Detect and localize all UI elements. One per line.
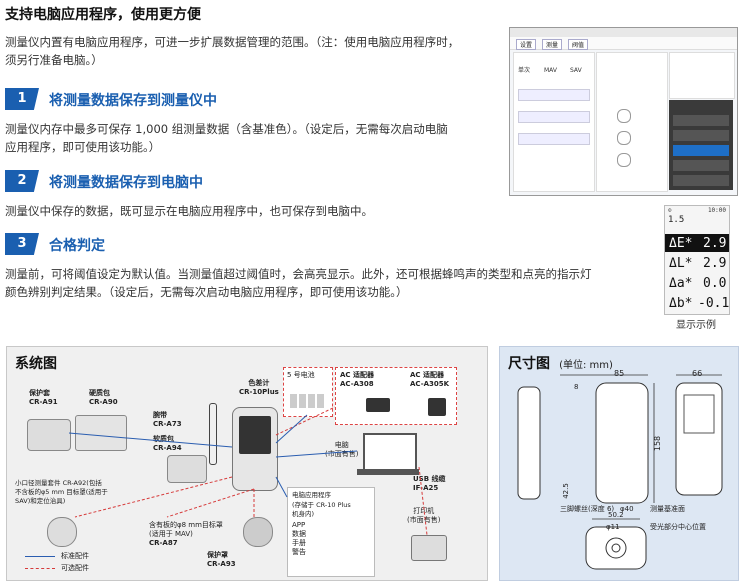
hardbag-image: [75, 415, 127, 451]
dim-width-front: 85: [614, 369, 625, 378]
app-file-warning: 警告: [292, 548, 306, 556]
cap-image: [243, 517, 273, 547]
section-1-header: 1 将测量数据保存到测量仪中: [5, 88, 285, 110]
dimension-diagram: 尺寸图 (单位: mm) 85 66 158 8 42.5 50.2 φ11 φ…: [499, 346, 739, 581]
app-screenshot: 设置 测量 阀值 单次 MAV SAV: [509, 27, 738, 196]
small-kit-label: 小口径测量套件 CR-A92(包括 不含板的φ5 mm 目标罩(适用于 SAV)…: [15, 479, 108, 505]
lcd-row-db-label: Δb*: [669, 296, 693, 311]
section-1-text: 测量仪内存中最多可保存 1,000 组测量数据（含基准色）。（设定后，无需每次启…: [5, 120, 500, 156]
section-2-number: 2: [5, 170, 39, 192]
dim-top: 8: [574, 383, 579, 391]
meter-image: [232, 407, 278, 491]
printer-image: [411, 535, 447, 561]
app-menu-measure: 测量: [542, 39, 563, 50]
lcd-row-dl-value: 2.9: [703, 256, 727, 271]
lcd-row-dl-label: ΔL*: [669, 256, 693, 271]
dim-base-label: 测量基准面: [650, 505, 685, 513]
dimension-title-row: 尺寸图 (单位: mm): [508, 353, 613, 373]
target-mask-label: 含有板的φ8 mm目标罩 (适用于 MAV) CR-A87: [149, 521, 223, 547]
app-dark-pane: [669, 100, 733, 190]
system-connection-lines: [68, 406, 428, 536]
ac2-image: [428, 398, 446, 416]
app-mid-pane: [596, 52, 668, 192]
lcd-row-de-value: 2.9: [703, 236, 727, 251]
section-3-line-2: 颜色辨别判定结果。（设定后，无需每次启动电脑应用程序，即可使用该功能。）: [5, 285, 408, 299]
app-file-app: APP: [292, 521, 306, 529]
app-menu-threshold: 阀值: [568, 39, 589, 50]
page-title: 支持电脑应用程序，使用更方便: [5, 7, 201, 23]
display-example: ⊙ 10:00 1.5 ΔE* 2.9 ΔL* 2.9 Δa* 0.0 Δb* …: [664, 205, 730, 315]
section-2-text: 测量仪中保存的数据，既可显示在电脑应用程序中，也可保存到电脑中。: [5, 204, 373, 218]
section-3-line-1: 测量前，可将阈值设定为默认值。当测量值超过阈值时，会高亮显示。此外，还可根据蜂鸣…: [5, 267, 592, 281]
dim-phi: φ40: [620, 505, 634, 513]
app-file-data: 数据: [292, 530, 306, 538]
section-1-number: 1: [5, 88, 39, 110]
pc-app-box: 电脑应用程序 (存储于 CR-10 Plus 机身内) APP 数据 手册 警告: [287, 487, 375, 577]
section-2-header: 2 将测量数据保存到电脑中: [5, 170, 285, 192]
dim-depth: 42.5: [561, 483, 570, 499]
dim-thread-label: 三脚螺丝(深度 6): [560, 505, 615, 513]
softbag-image: [167, 455, 207, 483]
pc-label: 电脑(市面有售): [325, 441, 359, 458]
app-option-sav: SAV: [570, 67, 582, 74]
dim-sub2: φ11: [606, 523, 620, 531]
pc-image: [363, 433, 417, 471]
app-option-mav: MAV: [544, 67, 558, 74]
display-example-caption: 显示示例: [676, 320, 716, 331]
lcd-row-de-label: ΔE*: [669, 236, 693, 251]
intro-text: 测量仪内置有电脑应用程序，可进一步扩展数据管理的范围。（注：使用电脑应用程序时，…: [5, 33, 500, 69]
dimension-title: 尺寸图: [508, 356, 550, 372]
printer-label: 打印机(市面有售): [407, 507, 441, 524]
legend-optional-line: [25, 568, 55, 569]
legend-optional: 可选配件: [61, 564, 89, 572]
pc-base: [357, 469, 419, 475]
section-3-title: 合格判定: [49, 238, 105, 254]
dim-width-side: 66: [692, 369, 703, 378]
lcd-row-db-value: -0.1: [698, 296, 730, 311]
app-right-top-pane: [669, 52, 735, 99]
app-option-single: 单次: [518, 67, 531, 74]
legend-standard: 标准配件: [61, 552, 89, 560]
ac1-image: [366, 398, 390, 412]
lcd-row-da-value: 0.0: [703, 276, 727, 291]
app-file-manual: 手册: [292, 539, 306, 547]
section-3-text: 测量前，可将阈值设定为默认值。当测量值超过阈值时，会高亮显示。此外，还可根据蜂鸣…: [5, 265, 665, 301]
section-2-title: 将测量数据保存到电脑中: [49, 175, 203, 191]
intro-line-1: 测量仪内置有电脑应用程序，可进一步扩展数据管理的范围。（注：使用电脑应用程序时，: [5, 35, 460, 49]
dim-center-label: 受光部分中心位置: [650, 523, 706, 531]
section-1-line-2: 应用程序，即可使用该功能。）: [5, 140, 161, 154]
intro-line-2: 须另行准备电脑。）: [5, 53, 103, 67]
section-3-header: 3 合格判定: [5, 233, 285, 255]
section-1-title: 将测量数据保存到测量仪中: [49, 93, 217, 109]
dimension-drawing: [517, 374, 723, 570]
lcd-time: 10:00: [707, 207, 726, 214]
section-3-number: 3: [5, 233, 39, 255]
lcd-index: 1.5: [668, 215, 685, 225]
small-kit-image: [47, 517, 77, 547]
dim-sub1: 50.2: [608, 511, 624, 519]
dim-height: 158: [653, 435, 663, 452]
app-menu-settings: 设置: [516, 39, 537, 50]
lcd-row-da-label: Δa*: [669, 276, 693, 291]
section-1-line-1: 测量仪内存中最多可保存 1,000 组测量数据（含基准色）。（设定后，无需每次启…: [5, 122, 448, 136]
app-left-pane: 单次 MAV SAV: [513, 52, 595, 192]
system-diagram-title: 系统图: [15, 356, 57, 372]
dimension-unit: (单位: mm): [559, 360, 613, 371]
battery-box: 5 号电池: [283, 367, 333, 417]
case-image: [27, 419, 71, 451]
battery-icon: ⊙: [668, 207, 672, 214]
strap-image: [209, 403, 217, 465]
legend-standard-line: [25, 556, 55, 557]
